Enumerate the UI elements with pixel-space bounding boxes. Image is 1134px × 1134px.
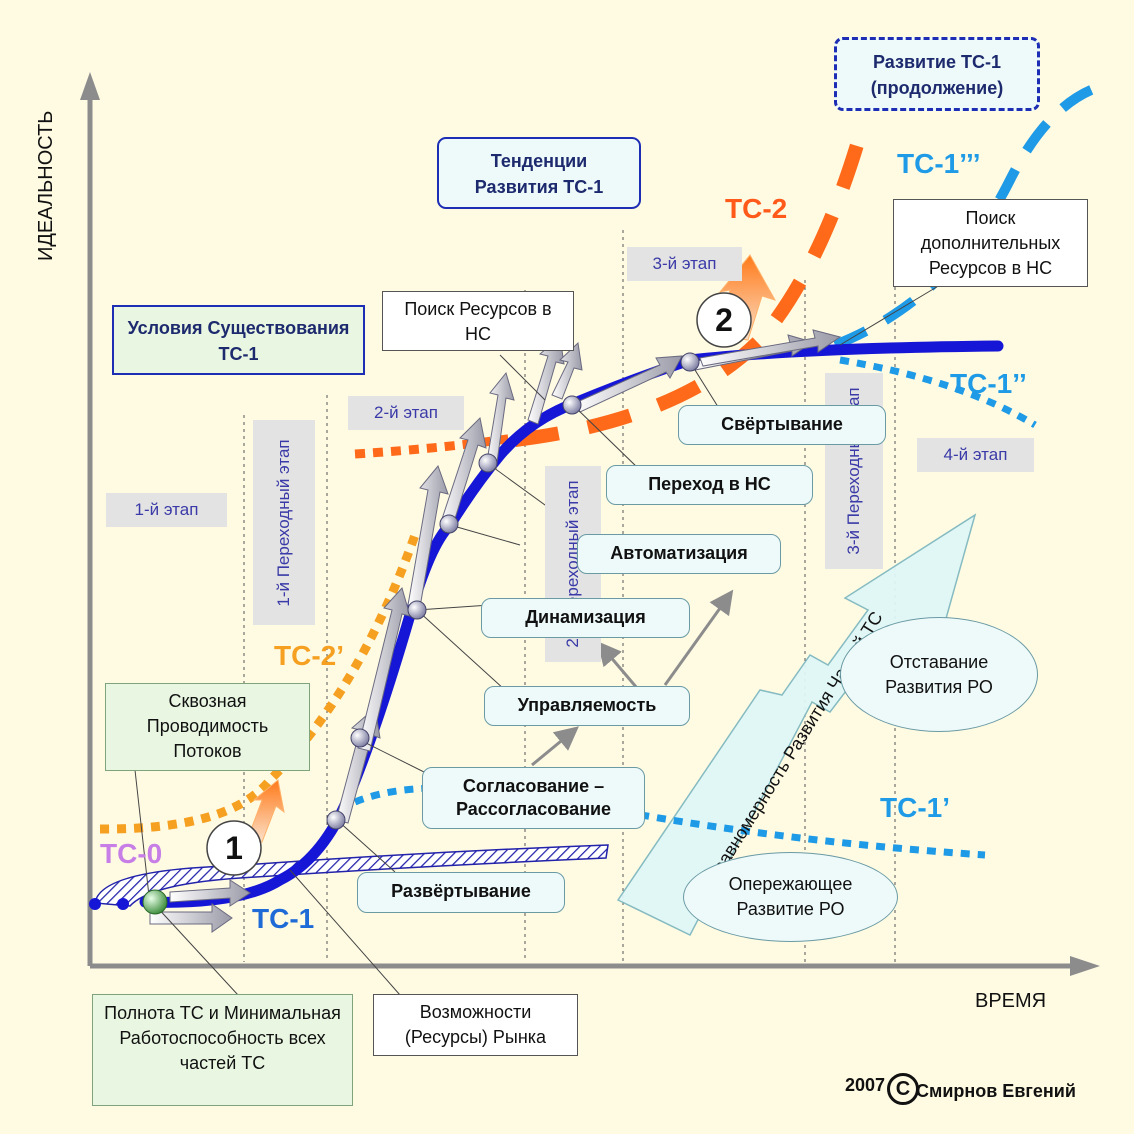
signature-logo-letter: С: [895, 1078, 911, 1100]
transition-ns-pill: Переход в НС: [606, 465, 813, 505]
trend-arrows: [531, 589, 734, 767]
ts2-curve: [514, 133, 867, 447]
signature-year: 2007: [845, 1075, 886, 1095]
marker-2-circle: [696, 292, 752, 348]
progress-arrows: [149, 329, 842, 933]
y-axis-label: ИДЕАЛЬНОСТЬ: [35, 110, 57, 261]
ts2-curve-low: [354, 432, 521, 459]
coordination-pill: Согласование – Рассогласование: [422, 767, 645, 829]
signature-author: Смирнов Евгений: [916, 1081, 1076, 1101]
ts0-band: [94, 844, 609, 907]
unevenness-arrow: [616, 513, 977, 936]
ts1-prime-label: ТС-1’: [880, 792, 950, 823]
completeness-callout: Полнота ТС и Минимальная Работоспособнос…: [92, 994, 353, 1106]
axes: [80, 72, 1100, 976]
ts1-double-label: ТС-1’’: [950, 368, 1027, 399]
ts1-label: ТС-1: [252, 903, 315, 934]
marker-1-circle: [206, 820, 262, 876]
ts2-prime-label: ТС-2’: [274, 640, 344, 671]
stage-4-tag: 4-й этап: [917, 438, 1034, 472]
stage-1-tag: 1-й этап: [106, 493, 227, 527]
search-ns-callout: Поиск Ресурсов в НС: [382, 291, 574, 351]
ts1-triple-label: ТС-1’’’: [897, 148, 981, 179]
automation-pill: Автоматизация: [577, 534, 781, 574]
through-flow-callout: Сквозная Проводимость Потоков: [105, 683, 310, 771]
controllability-pill: Управляемость: [484, 686, 690, 726]
continuation-title-box: Развитие ТС-1 (продолжение): [834, 37, 1040, 111]
stage-3-tag: 3-й этап: [627, 247, 742, 281]
ts2-prime-curve: [99, 533, 420, 834]
dynamization-pill: Динамизация: [481, 598, 690, 638]
market-callout: Возможности (Ресурсы) Рынка: [373, 994, 578, 1056]
folding-pill: Свёртывание: [678, 405, 886, 445]
transition-1-text: 1-й Переходный этап: [274, 438, 293, 607]
transition-1-tag: 1-й Переходный этап: [253, 420, 315, 625]
orange-arrow-1: [247, 779, 285, 843]
x-axis-label: ВРЕМЯ: [975, 990, 1047, 1012]
marker-1-label: 1: [225, 830, 243, 866]
start-node: [142, 889, 168, 915]
ts0-dots: [89, 898, 129, 910]
ts2-label: ТС-2: [725, 193, 788, 224]
lagging-ellipse: Отставание Развития РО: [840, 617, 1038, 732]
curve-nodes: [326, 352, 700, 830]
stage-2-tag: 2-й этап: [348, 396, 464, 430]
deployment-pill: Развёртывание: [357, 872, 565, 913]
ts0-label: ТС-0: [100, 838, 163, 869]
marker-2-label: 2: [715, 302, 733, 338]
ts1-triple-curve: [833, 80, 1107, 350]
signature-logo: С: [887, 1073, 919, 1105]
tendencies-title-box: Тенденции Развития ТС-1: [437, 137, 641, 209]
transition-3-tag: 3-й Переходный этап: [825, 373, 883, 569]
search-extra-callout: Поиск дополнительных Ресурсов в НС: [893, 199, 1088, 287]
conditions-title-box: Условия Существования ТС-1: [112, 305, 365, 375]
leading-ellipse: Опережающее Развитие РО: [683, 852, 898, 942]
